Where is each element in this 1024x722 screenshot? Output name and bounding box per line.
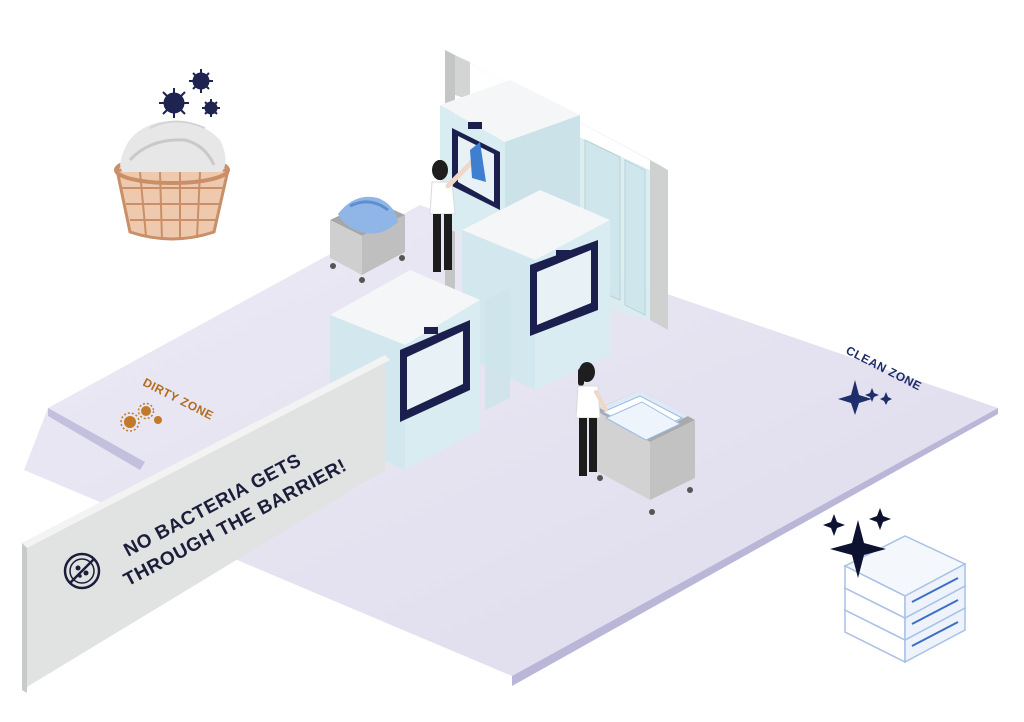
floor-edge-left [48, 408, 145, 470]
floor [24, 205, 998, 686]
barrier-wall-top [22, 355, 390, 548]
worker-unloading [575, 362, 608, 476]
clean-sparkle-icon [823, 508, 891, 578]
back-wall [445, 50, 668, 330]
side-wall [650, 160, 668, 330]
glass-panel [624, 159, 646, 316]
barrier-wall-end [22, 543, 27, 693]
floor-edge-right [512, 408, 998, 686]
bacteria-dots-icon [120, 402, 162, 432]
dirty-laundry-cart [330, 196, 405, 283]
washer-machine-2 [462, 190, 610, 390]
dirty-laundry-basket [114, 120, 230, 241]
folded-towels-icon [843, 535, 967, 664]
worker-loading [429, 142, 486, 272]
barrier-wall-face [22, 355, 385, 690]
clean-laundry-cart [595, 390, 695, 515]
floor-top [24, 205, 998, 676]
no-bacteria-icon [63, 552, 101, 590]
sparkle-icon [838, 380, 892, 415]
germ-cluster-icon [159, 69, 220, 118]
